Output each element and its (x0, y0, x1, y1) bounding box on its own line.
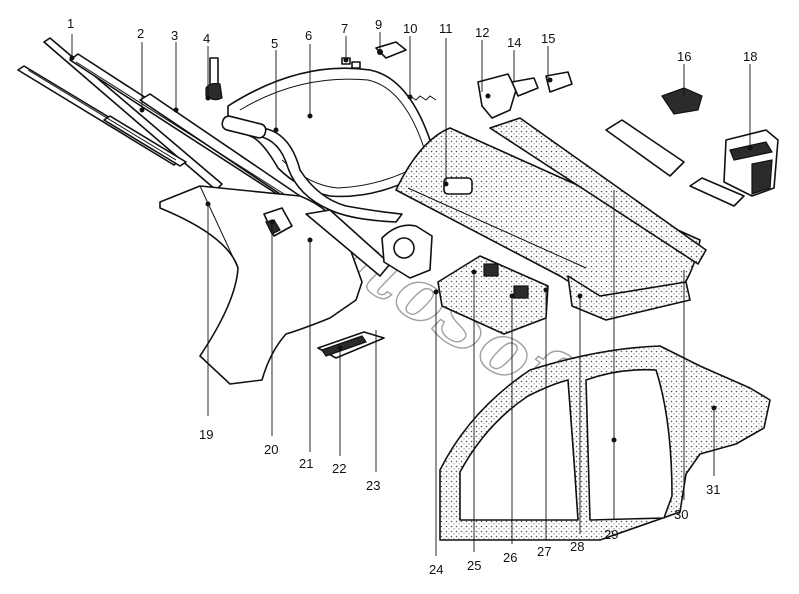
callout-9: 9 (375, 17, 382, 32)
leader-lines (69, 32, 753, 556)
part-5-window-seal (221, 115, 403, 223)
part-23-wheel-house (381, 224, 433, 279)
part-14-hinge (511, 77, 539, 97)
part-12-hinge (477, 73, 517, 119)
part-16-lamp (661, 87, 703, 115)
callout-2: 2 (137, 26, 144, 41)
callout-1: 1 (67, 16, 74, 31)
part-20-reinforcement (263, 207, 293, 237)
callout-5: 5 (271, 36, 278, 51)
callout-6: 6 (305, 28, 312, 43)
callout-30: 30 (674, 507, 688, 522)
part-30-rear-skirt (489, 117, 707, 321)
callout-16: 16 (677, 49, 691, 64)
callout-29: 29 (604, 527, 618, 542)
callout-24: 24 (429, 562, 443, 577)
callout-10: 10 (403, 21, 417, 36)
part-18-light-housing (723, 129, 779, 197)
part-15-latch (545, 71, 573, 93)
part-31-body-side-panel (439, 345, 771, 541)
callout-7: 7 (341, 21, 348, 36)
callout-12: 12 (475, 25, 489, 40)
callout-labels: 1 2 3 4 5 6 7 9 10 11 12 14 15 16 18 19 … (67, 16, 757, 577)
callout-27: 27 (537, 544, 551, 559)
part-1-roof-strip (17, 37, 223, 191)
callout-18: 18 (743, 49, 757, 64)
callout-15: 15 (541, 31, 555, 46)
callout-26: 26 (503, 550, 517, 565)
part-26-inner-panel (437, 255, 549, 335)
callout-11: 11 (439, 21, 453, 36)
part-4-bracket (205, 57, 223, 101)
callout-19: 19 (199, 427, 213, 442)
part-10-screw (407, 94, 437, 101)
callout-4: 4 (203, 31, 210, 46)
part-9-fastener (375, 41, 407, 59)
callout-28: 28 (570, 539, 584, 554)
callout-21: 21 (299, 456, 313, 471)
callout-20: 20 (264, 442, 278, 457)
callout-3: 3 (171, 28, 178, 43)
callout-25: 25 (467, 558, 481, 573)
callout-22: 22 (332, 461, 346, 476)
callout-23: 23 (366, 478, 380, 493)
trunk-trim-panels (605, 119, 745, 207)
callout-31: 31 (706, 482, 720, 497)
callout-14: 14 (507, 35, 521, 50)
part-22-sill (317, 331, 385, 359)
